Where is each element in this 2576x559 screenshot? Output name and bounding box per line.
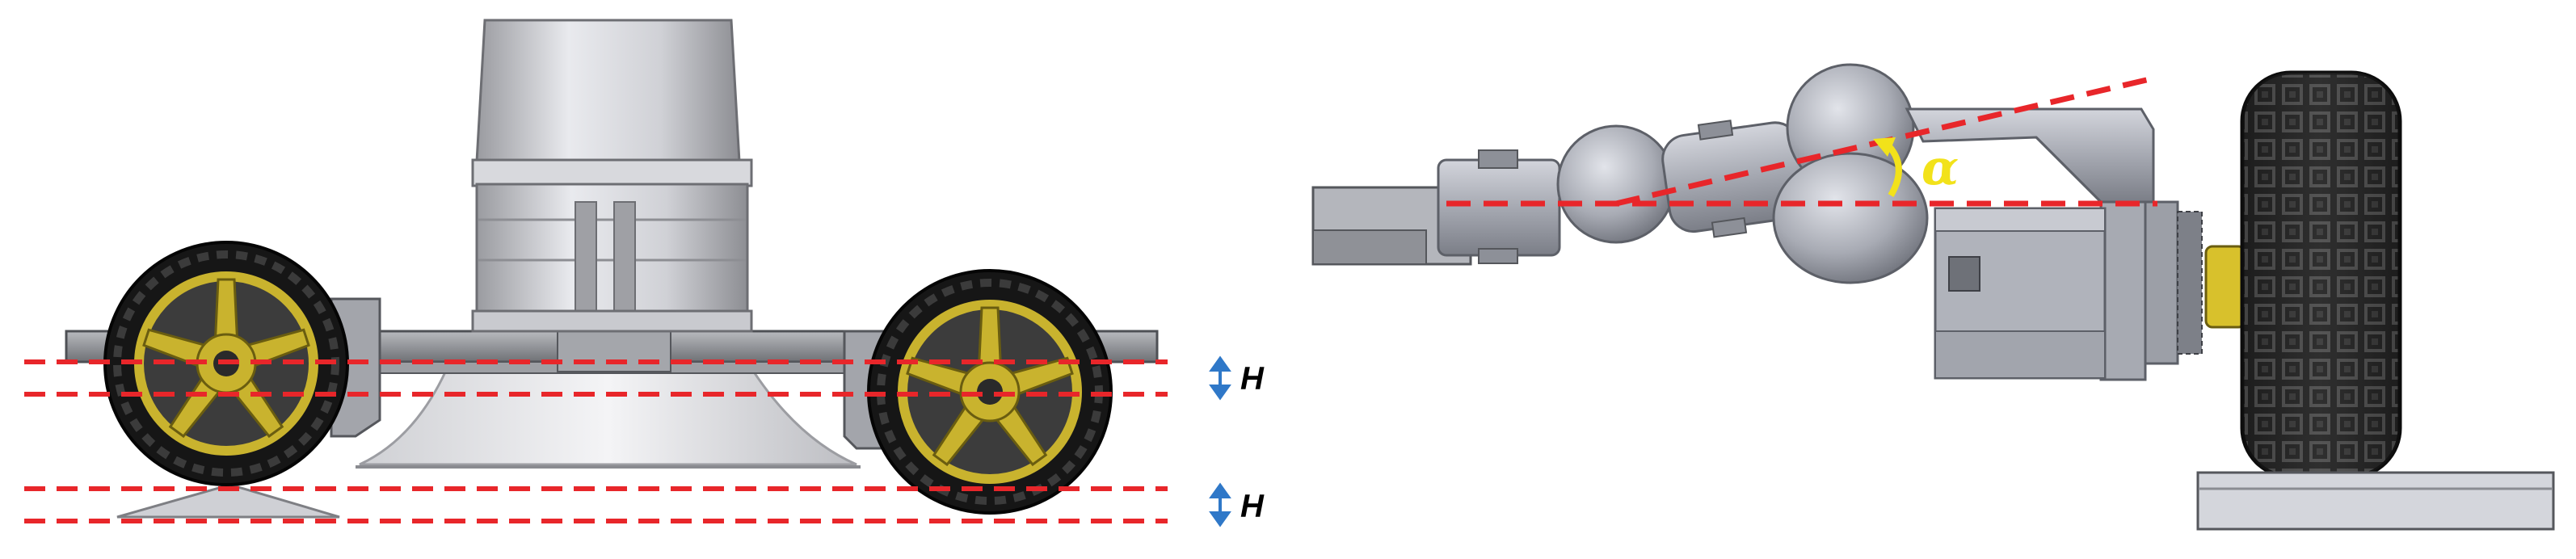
- guide-lines: [24, 359, 1168, 523]
- angle-label: α: [1921, 140, 1959, 196]
- arm-bracket-4: [1711, 216, 1748, 238]
- front-wheel-shading: [2242, 73, 2400, 477]
- housing-slot-right: [613, 201, 636, 316]
- cylinder-housing: [475, 183, 749, 315]
- connector-port: [1948, 256, 1980, 292]
- upper-cylinder: [475, 19, 741, 163]
- axle-plate: [2144, 200, 2179, 365]
- cylinder-collar: [471, 158, 753, 187]
- housing-slot-left: [575, 201, 597, 316]
- center-block: [557, 326, 671, 372]
- double-arrow-icon: [1209, 482, 1231, 527]
- arm-bracket-3: [1697, 120, 1734, 141]
- joint-ball-1: [1556, 124, 1676, 244]
- left-side-view: H H: [24, 19, 1265, 527]
- housing-base: [471, 309, 753, 333]
- base-plate: [2196, 471, 2555, 531]
- arm-segment-1: [1437, 158, 1561, 257]
- right-wheel: [867, 269, 1113, 515]
- height-label-top: H: [1240, 361, 1265, 397]
- gripper-jaw: [1312, 229, 1427, 265]
- arm-bracket-2: [1478, 248, 1518, 264]
- joint-ball-3: [1772, 152, 1929, 284]
- double-arrow-icon: [1209, 355, 1231, 401]
- height-label-bottom: H: [1240, 489, 1265, 524]
- hub-yellow: [2204, 245, 2246, 329]
- arm-bracket-1: [1478, 149, 1518, 169]
- curved-arrow-head: [1873, 137, 1896, 157]
- axle-disc: [2177, 211, 2203, 355]
- motor-box-top: [1934, 208, 2106, 232]
- left-foot: [116, 483, 340, 519]
- motor-box-lower: [1934, 330, 2106, 379]
- right-front-view: α: [1311, 63, 2555, 531]
